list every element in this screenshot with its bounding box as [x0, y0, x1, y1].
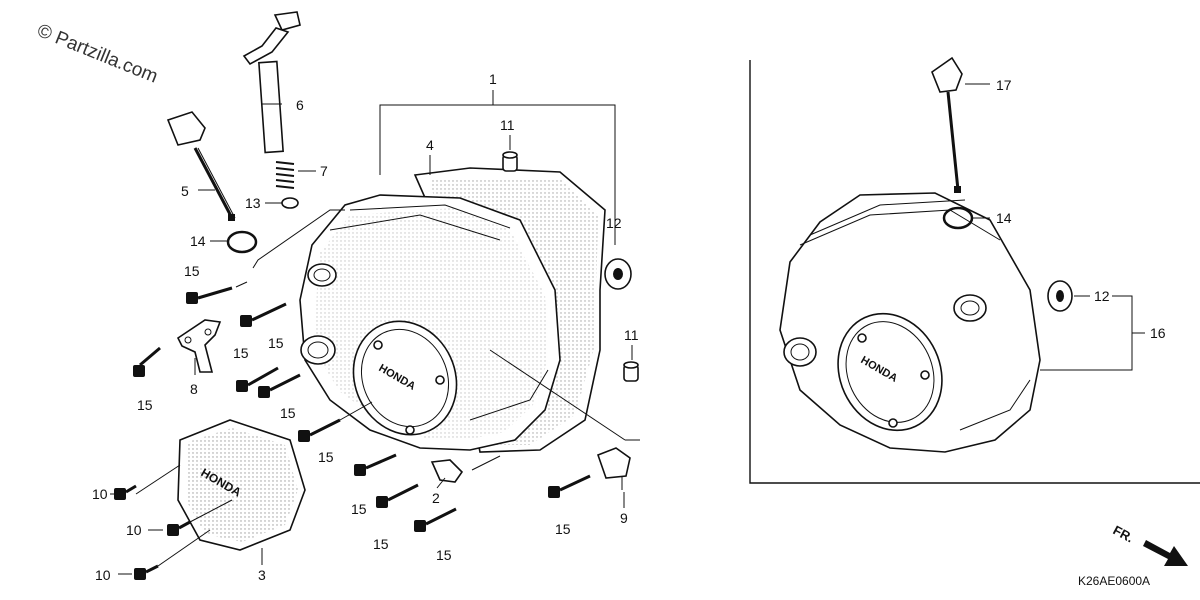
callout-12-right: 12 — [1094, 288, 1110, 304]
callout-bracket-1 — [379, 104, 616, 245]
direction-label: FR. — [1111, 522, 1137, 545]
callout-13: 13 — [245, 195, 261, 211]
callout-4: 4 — [426, 137, 434, 153]
callout-3: 3 — [258, 567, 266, 583]
callout-12-left: 12 — [606, 215, 622, 231]
callout-14-left: 14 — [190, 233, 206, 249]
callout-10-c: 10 — [95, 567, 111, 583]
direction-indicator: FR. — [1111, 522, 1188, 566]
oil-level-gauge — [166, 111, 236, 221]
callout-15-f: 15 — [318, 449, 334, 465]
clutch-lifter-rod — [242, 11, 301, 154]
callout-2: 2 — [432, 490, 440, 506]
sensor-part-9 — [596, 447, 631, 490]
callout-11-upper: 11 — [500, 117, 515, 133]
callout-6: 6 — [296, 97, 304, 113]
inset-frame — [749, 60, 1200, 484]
spring-part — [275, 161, 295, 189]
front-arrow-icon — [1143, 540, 1188, 566]
callout-15-a: 15 — [184, 263, 200, 279]
leader-lines-left — [110, 103, 640, 575]
callout-15-e: 15 — [280, 405, 296, 421]
clutch-cover-disc — [352, 320, 458, 436]
o-ring-left — [226, 230, 258, 254]
watermark-text: © Partzilla.com — [34, 20, 161, 87]
callout-8: 8 — [190, 381, 198, 397]
callout-9: 9 — [620, 510, 628, 526]
bolt-set — [114, 286, 591, 580]
washer-part — [281, 197, 299, 209]
callout-15-i: 15 — [436, 547, 452, 563]
callout-1: 1 — [489, 71, 497, 87]
sensor-part — [430, 459, 464, 483]
callout-17: 17 — [996, 77, 1012, 93]
callout-14-right: 14 — [996, 210, 1012, 226]
callout-7: 7 — [320, 163, 328, 179]
callout-15-g: 15 — [351, 501, 367, 517]
left-assembly: HONDA — [92, 11, 640, 583]
diagram-code: K26AE0600A — [1078, 574, 1150, 588]
callout-15-h: 15 — [373, 536, 389, 552]
callout-16: 16 — [1150, 325, 1166, 341]
outer-cover-part: HONDA — [177, 419, 306, 551]
callout-15-j: 15 — [555, 521, 571, 537]
callout-10-a: 10 — [92, 486, 108, 502]
callout-11-lower: 11 — [624, 327, 639, 343]
callout-15-b: 15 — [268, 335, 284, 351]
bracket-part — [176, 319, 222, 373]
callout-15-c: 15 — [233, 345, 249, 361]
right-inset: HONDA 17 14 12 16 — [749, 56, 1200, 484]
callout-5: 5 — [181, 183, 189, 199]
callout-10-b: 10 — [126, 522, 142, 538]
callout-15-d: 15 — [137, 397, 153, 413]
inset-oil-gauge — [931, 56, 963, 193]
